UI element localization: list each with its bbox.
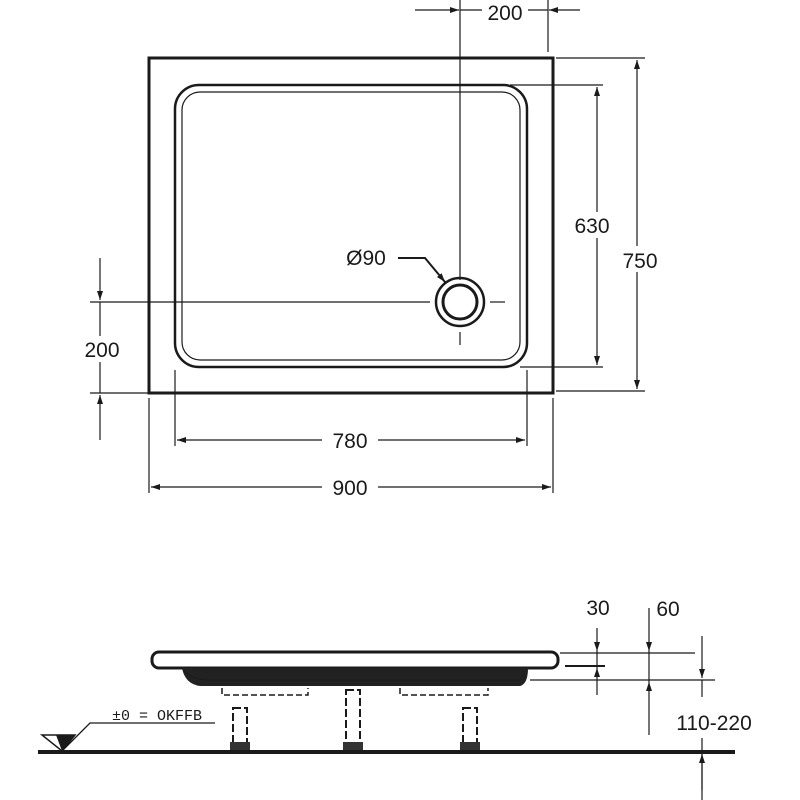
dim-feet-height: 110-220 xyxy=(676,712,752,735)
dim-drain-offset-top: 200 xyxy=(487,2,522,25)
floor-reference-label: ±0 = OKFFB xyxy=(112,708,202,725)
side-view: ±0 = OKFFB 30 60 110-220 xyxy=(38,597,752,800)
top-view: 200 630 750 200 780 900 xyxy=(76,0,664,500)
dim-outer-width: 900 xyxy=(332,477,367,500)
drain xyxy=(434,276,486,328)
dim-rim: 30 xyxy=(586,597,609,620)
dim-drain-offset-left: 200 xyxy=(84,339,119,362)
tray-rim xyxy=(150,650,560,670)
dim-inner-width: 780 xyxy=(332,430,367,453)
drain-diameter-label: Ø90 xyxy=(346,247,386,270)
dim-inner-depth: 630 xyxy=(574,215,609,238)
tray-body xyxy=(182,668,528,686)
leg xyxy=(230,707,250,751)
leg xyxy=(460,707,480,751)
dim-outer-depth: 750 xyxy=(622,250,657,273)
leg xyxy=(343,689,363,751)
tray-outline xyxy=(147,56,555,395)
dim-height: 60 xyxy=(656,598,679,621)
basin-inner-outline xyxy=(181,91,521,361)
basin-outline xyxy=(173,83,529,369)
